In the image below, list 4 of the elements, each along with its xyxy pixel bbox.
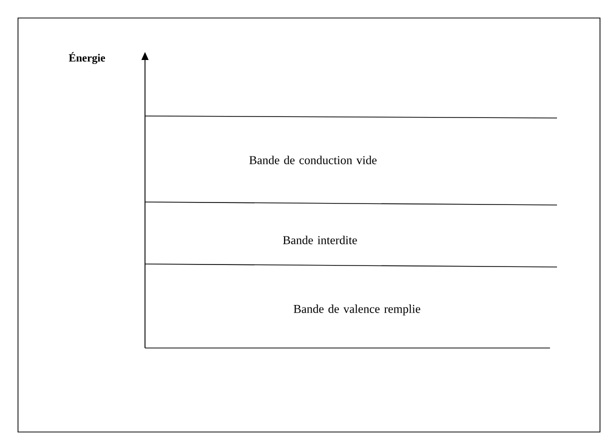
band-label: Bande de conduction vide bbox=[249, 156, 377, 164]
band-label: Bande interdite bbox=[283, 236, 357, 244]
band-label: Bande de valence remplie bbox=[294, 304, 420, 316]
axis-label: Énergie bbox=[68, 52, 106, 64]
